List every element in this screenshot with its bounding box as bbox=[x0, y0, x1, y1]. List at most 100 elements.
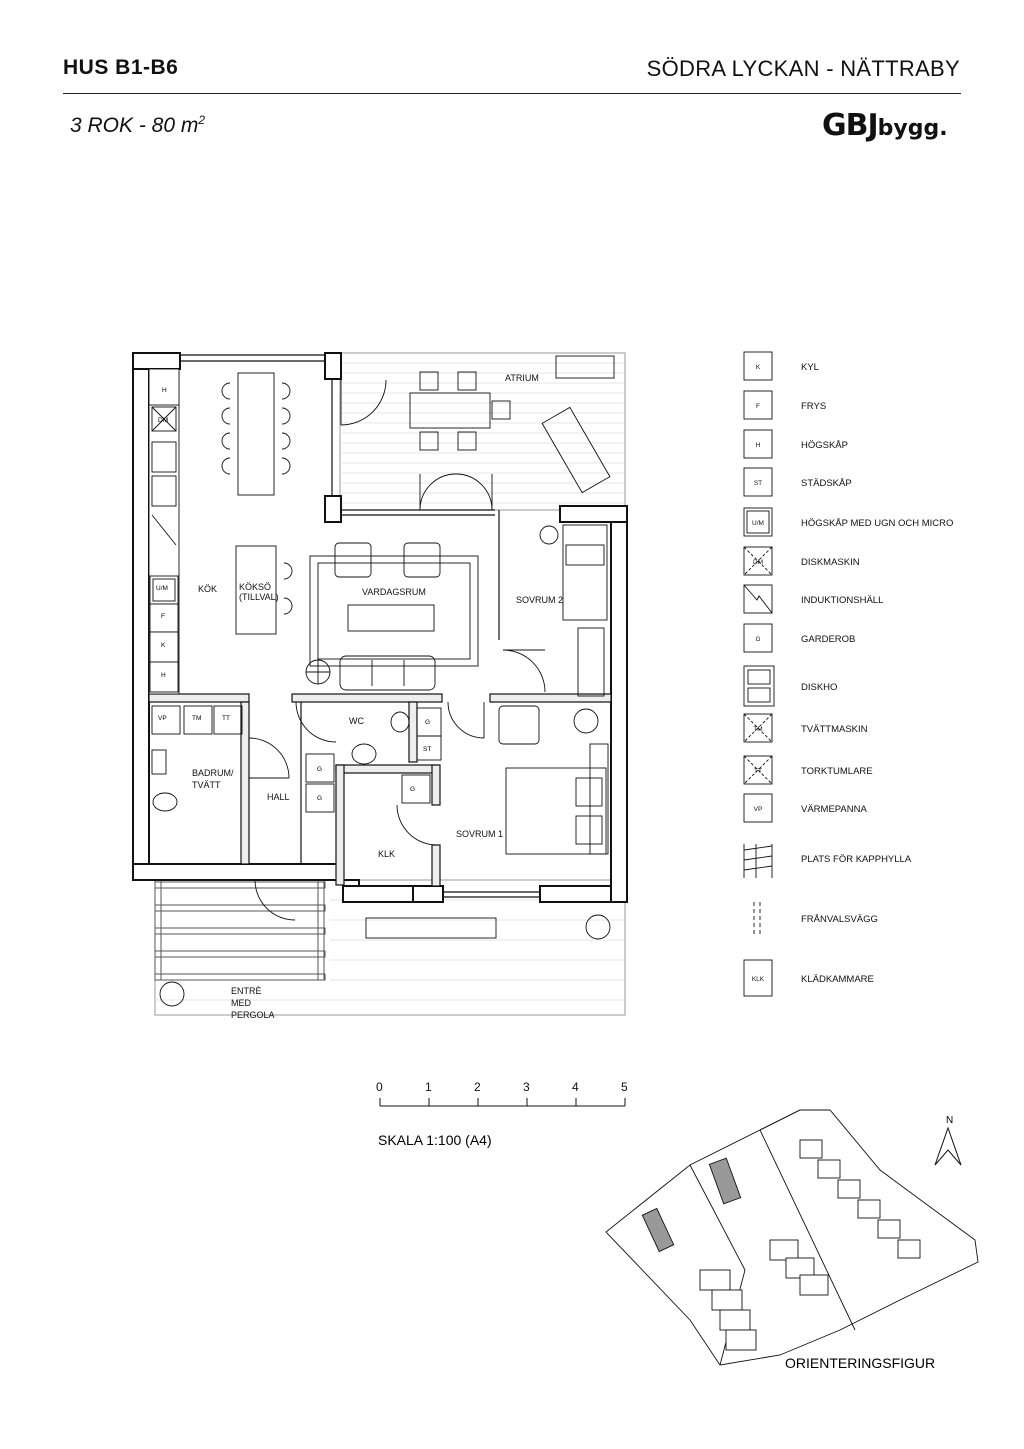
legend-item-3: ST STÄDSKÅP bbox=[743, 467, 852, 497]
bedroom1-furniture bbox=[498, 705, 609, 855]
legend-code-4: U/M bbox=[752, 520, 764, 527]
scale-tick-1: 1 bbox=[425, 1080, 432, 1094]
brand-logo-main: GBJ bbox=[822, 108, 879, 143]
legend-code-5: DM bbox=[753, 559, 763, 566]
plants bbox=[159, 914, 611, 1007]
doors bbox=[248, 379, 546, 921]
legend-label-10: TORKTUMLARE bbox=[801, 766, 873, 777]
living-room-furniture bbox=[305, 542, 479, 691]
legend-label-5: DISKMASKIN bbox=[801, 557, 860, 568]
legend-label-9: TVÄTTMASKIN bbox=[801, 724, 868, 735]
legend-code-14: KLK bbox=[752, 976, 765, 983]
kitchen-cabinets bbox=[148, 368, 277, 695]
legend-item-5: DM DISKMASKIN bbox=[743, 546, 860, 576]
fixture-vp: VP bbox=[158, 715, 167, 722]
scale-bar bbox=[379, 1098, 626, 1107]
atrium-decking bbox=[342, 362, 623, 504]
room-sovrum2: SOVRUM 2 bbox=[516, 595, 563, 605]
orientation-map bbox=[605, 1109, 979, 1366]
room-koksö-note: (TILLVAL) bbox=[239, 592, 279, 602]
fixture-dm: DM bbox=[158, 417, 168, 424]
unit-type-text: 3 ROK - 80 m bbox=[70, 114, 199, 137]
fixture-st: ST bbox=[423, 746, 431, 753]
legend-item-2: H HÖGSKÅP bbox=[743, 429, 848, 459]
pergola-beams bbox=[154, 879, 326, 981]
room-wc: WC bbox=[349, 716, 364, 726]
legend-label-11: VÄRMEPANNA bbox=[801, 804, 867, 815]
legend-label-3: STÄDSKÅP bbox=[801, 478, 852, 489]
fixture-g-4: G bbox=[410, 786, 415, 793]
legend-code-1: F bbox=[756, 403, 760, 410]
legend-label-14: KLÄDKAMMARE bbox=[801, 974, 874, 985]
room-atrium: ATRIUM bbox=[505, 373, 539, 383]
scale-tick-0: 0 bbox=[376, 1080, 383, 1094]
legend-label-12: PLATS FÖR KAPPHYLLA bbox=[801, 854, 912, 865]
room-koksö: KÖKSÖ bbox=[239, 582, 271, 592]
header-divider bbox=[63, 93, 961, 94]
legend-item-14: KLK KLÄDKAMMARE bbox=[743, 959, 874, 997]
legend-code-3: ST bbox=[754, 480, 762, 487]
legend-item-10: TT TORKTUMLARE bbox=[743, 755, 873, 785]
legend-code-9: TM bbox=[753, 726, 762, 733]
fixture-g-2: G bbox=[317, 766, 322, 773]
legend-code-2: H bbox=[756, 442, 761, 449]
fixture-k: K bbox=[161, 642, 166, 649]
bedroom2-furniture bbox=[539, 524, 608, 697]
room-entre-3: PERGOLA bbox=[231, 1010, 275, 1020]
unit-type-sup: 2 bbox=[198, 113, 206, 127]
legend-code-0: K bbox=[756, 364, 761, 371]
legend-label-7: GARDEROB bbox=[801, 634, 855, 645]
entrance-paving bbox=[155, 899, 624, 1001]
scale-tick-4: 4 bbox=[572, 1080, 579, 1094]
room-tvatt: TVÄTT bbox=[192, 780, 221, 790]
legend-item-6: INDUKTIONSHÄLL bbox=[743, 584, 883, 614]
legend-label-6: INDUKTIONSHÄLL bbox=[801, 595, 883, 606]
orientation-label: ORIENTERINGSFIGUR bbox=[785, 1355, 935, 1371]
scale-tick-2: 2 bbox=[474, 1080, 481, 1094]
atrium-area bbox=[339, 352, 626, 511]
fixture-g-1: G bbox=[425, 719, 430, 726]
project-code: HUS B1-B6 bbox=[63, 56, 179, 79]
fixture-um: U/M bbox=[156, 585, 168, 592]
room-entre-1: ENTRÈ bbox=[231, 986, 262, 996]
legend-item-12: PLATS FÖR KAPPHYLLA bbox=[743, 844, 912, 878]
brand-logo-sub: bygg. bbox=[877, 116, 948, 141]
scale-tick-5: 5 bbox=[621, 1080, 628, 1094]
legend-code-11: VP bbox=[754, 806, 763, 813]
legend-label-13: FRÅNVALSVÄGG bbox=[801, 914, 878, 925]
brand-logo: GBJbygg. bbox=[822, 108, 948, 143]
unit-type: 3 ROK - 80 m2 bbox=[70, 113, 205, 138]
project-name: SÖDRA LYCKAN - NÄTTRABY bbox=[646, 56, 960, 81]
fixture-g-3: G bbox=[317, 795, 322, 802]
fixture-tm: TM bbox=[192, 715, 201, 722]
fixture-h-1: H bbox=[162, 387, 167, 394]
legend-item-9: TM TVÄTTMASKIN bbox=[743, 713, 868, 743]
legend-item-11: VP VÄRMEPANNA bbox=[743, 793, 867, 823]
room-hall: HALL bbox=[267, 792, 290, 802]
legend-label-4: HÖGSKÅP MED UGN OCH MICRO bbox=[801, 518, 953, 529]
bench bbox=[365, 917, 497, 939]
atrium-furniture bbox=[409, 355, 615, 494]
dining-chairs bbox=[221, 382, 293, 615]
scale-tick-3: 3 bbox=[523, 1080, 530, 1094]
legend-item-8: DISKHO bbox=[743, 665, 837, 707]
room-badrum: BADRUM/ bbox=[192, 768, 234, 778]
north-label: N bbox=[946, 1115, 953, 1126]
legend-item-4: U/M HÖGSKÅP MED UGN OCH MICRO bbox=[743, 507, 953, 537]
legend-label-1: FRYS bbox=[801, 401, 826, 412]
legend-item-13: FRÅNVALSVÄGG bbox=[753, 902, 878, 934]
legend-item-1: F FRYS bbox=[743, 390, 826, 420]
room-entre-2: MED bbox=[231, 998, 252, 1008]
room-sovrum1: SOVRUM 1 bbox=[456, 829, 503, 839]
room-kok: KÖK bbox=[198, 584, 217, 594]
legend-code-10: TT bbox=[754, 768, 762, 775]
fixture-tt: TT bbox=[222, 715, 230, 722]
fixture-h-2: H bbox=[161, 672, 166, 679]
bathroom-fixtures bbox=[151, 705, 442, 813]
room-klk: KLK bbox=[378, 849, 395, 859]
legend-label-2: HÖGSKÅP bbox=[801, 440, 848, 451]
